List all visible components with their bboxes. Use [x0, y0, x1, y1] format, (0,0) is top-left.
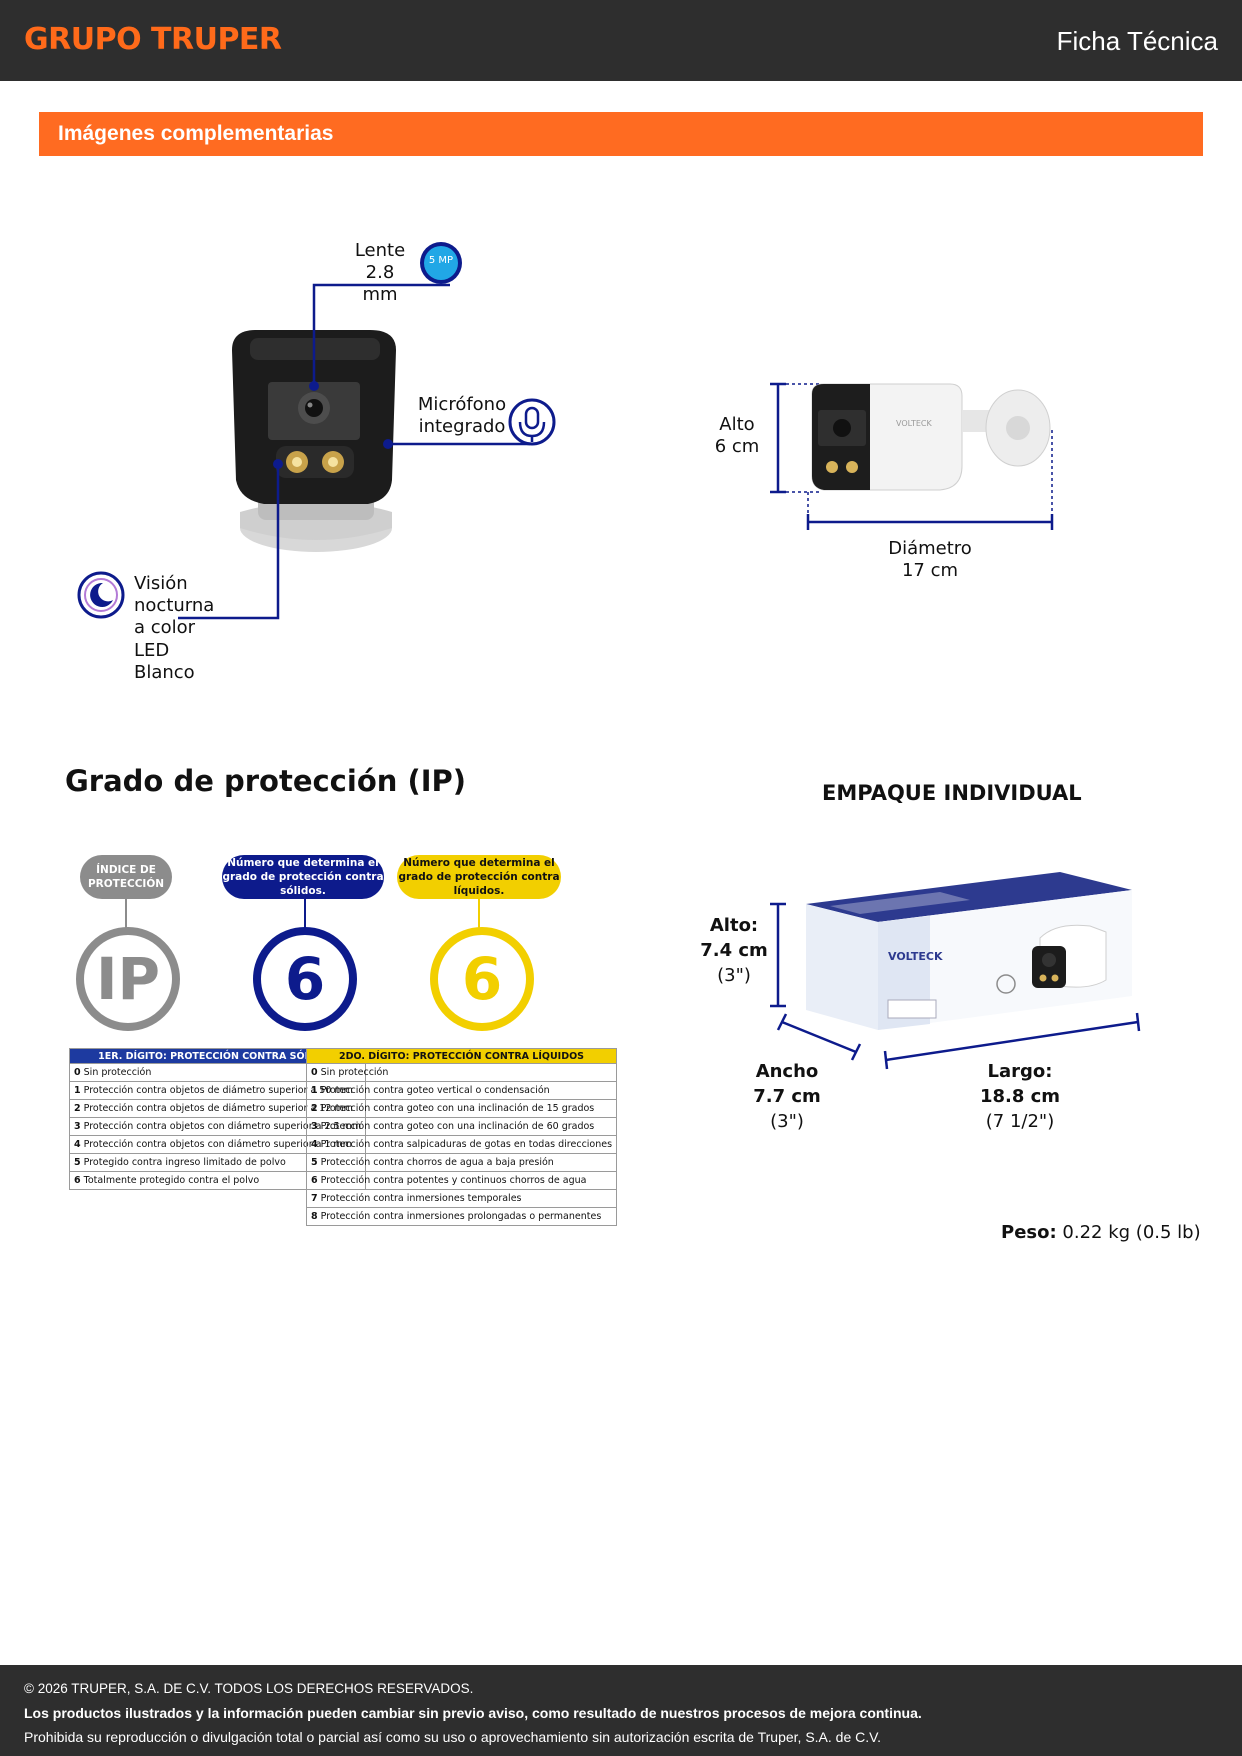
package-height-label: Alto: — [709, 915, 759, 936]
lens-callout: Lente 2.8 mm — [350, 240, 410, 306]
night-vision-led: LED Blanco — [134, 640, 195, 683]
ip-solids-pill: Número que determina el grado de protecc… — [222, 855, 384, 899]
camera-height-value: 6 cm — [714, 436, 760, 457]
footer-prohibition: Prohibida su reproducción o divulgación … — [24, 1729, 882, 1745]
night-vision-callout: Visión nocturna a color LED Blanco — [134, 573, 214, 684]
ip-solids-table-header: 1ER. DÍGITO: PROTECCIÓN CONTRA SÓLIDOS — [68, 1048, 367, 1064]
ip-section-title: Grado de protección (IP) — [65, 764, 467, 798]
camera-features-illustration — [77, 242, 556, 620]
ip-code-ring: IP — [76, 927, 180, 1031]
table-row: 1 Protección contra goteo vertical o con… — [305, 1081, 618, 1100]
section-header-bar: Imágenes complementarias — [39, 112, 1203, 156]
package-box-top — [806, 872, 1132, 922]
package-width-label: Ancho — [755, 1061, 819, 1082]
package-illustration: VOLTECK — [770, 872, 1141, 1070]
package-length-callout: Largo: 18.8 cm (7 1/2") — [960, 1061, 1080, 1133]
night-vision-label: Visión nocturna — [134, 573, 215, 616]
camera-diameter-value: 17 cm — [901, 560, 959, 581]
resolution-badge-text: 5 MP — [428, 255, 454, 266]
night-vision-icon — [77, 571, 125, 619]
table-row: 4 Protección contra salpicaduras de gota… — [305, 1135, 618, 1154]
camera-diameter-label: Diámetro — [888, 538, 972, 559]
footer-copyright: © 2026 TRUPER, S.A. DE C.V. TODOS LOS DE… — [24, 1681, 474, 1696]
microphone-callout: Micrófono integrado — [414, 394, 510, 438]
camera-brand-mark: VOLTECK — [896, 419, 933, 428]
ip-liquids-table: 2DO. DÍGITO: PROTECCIÓN CONTRA LÍQUIDOS … — [305, 1048, 618, 1226]
page-header: GRUPO TRUPER Ficha Técnica — [0, 0, 1242, 81]
ip-liquids-table-header: 2DO. DÍGITO: PROTECCIÓN CONTRA LÍQUIDOS — [305, 1048, 618, 1064]
brand-logo: GRUPO TRUPER — [24, 22, 282, 57]
package-box-front — [878, 890, 1132, 1030]
table-row: 0 Sin protección — [305, 1063, 618, 1082]
table-row: 6 Totalmente protegido contra el polvo — [68, 1171, 367, 1190]
table-row: 3 Protección contra goteo con una inclin… — [305, 1117, 618, 1136]
ip-index-pill: ÍNDICE DE PROTECCIÓN — [80, 855, 172, 899]
package-brand-mark: VOLTECK — [888, 950, 943, 963]
table-row: 8 Protección contra inmersiones prolonga… — [305, 1207, 618, 1226]
table-row: 6 Protección contra potentes y continuos… — [305, 1171, 618, 1190]
lens-value: 2.8 mm — [362, 262, 398, 305]
package-width-callout: Ancho 7.7 cm (3") — [740, 1061, 834, 1133]
camera-dimensions-illustration: VOLTECK — [770, 382, 1054, 530]
section-title: Imágenes complementarias — [58, 122, 334, 145]
package-height-value: 7.4 cm — [700, 940, 768, 961]
page-footer: © 2026 TRUPER, S.A. DE C.V. TODOS LOS DE… — [0, 1665, 1242, 1756]
table-row: 7 Protección contra inmersiones temporal… — [305, 1189, 618, 1208]
microphone-label: Micrófono — [417, 394, 507, 415]
package-width-inches: (3") — [770, 1111, 804, 1132]
table-row: 5 Protección contra chorros de agua a ba… — [305, 1153, 618, 1172]
table-row: 2 Protección contra goteo con una inclin… — [305, 1099, 618, 1118]
microphone-icon — [508, 398, 556, 446]
night-vision-label-2: a color — [134, 617, 196, 638]
package-weight-value: 0.22 kg (0.5 lb) — [1062, 1222, 1201, 1243]
package-title: EMPAQUE INDIVIDUAL — [822, 781, 1082, 805]
ip-solids-digit-ring: 6 — [253, 927, 357, 1031]
footer-notice: Los productos ilustrados y la informació… — [24, 1705, 922, 1721]
ip-liquids-pill: Número que determina el grado de protecc… — [397, 855, 561, 899]
package-weight: Peso: 0.22 kg (0.5 lb) — [1001, 1222, 1201, 1244]
package-box-side — [806, 904, 878, 1030]
microphone-value: integrado — [418, 416, 506, 437]
camera-height-callout: Alto 6 cm — [700, 414, 774, 458]
camera-height-label: Alto — [719, 414, 755, 435]
package-length-label: Largo: — [987, 1061, 1053, 1082]
package-width-value: 7.7 cm — [753, 1086, 821, 1107]
package-weight-label: Peso: — [1001, 1222, 1057, 1243]
document-type: Ficha Técnica — [1056, 26, 1218, 56]
package-length-inches: (7 1/2") — [985, 1111, 1055, 1132]
package-height-inches: (3") — [717, 965, 751, 986]
ip-liquids-digit-ring: 6 — [430, 927, 534, 1031]
lens-label: Lente — [354, 240, 406, 261]
package-height-callout: Alto: 7.4 cm (3") — [690, 915, 778, 987]
camera-diameter-callout: Diámetro 17 cm — [870, 538, 990, 582]
ip-solids-table: 1ER. DÍGITO: PROTECCIÓN CONTRA SÓLIDOS 0… — [68, 1048, 367, 1190]
package-length-value: 18.8 cm — [979, 1086, 1061, 1107]
